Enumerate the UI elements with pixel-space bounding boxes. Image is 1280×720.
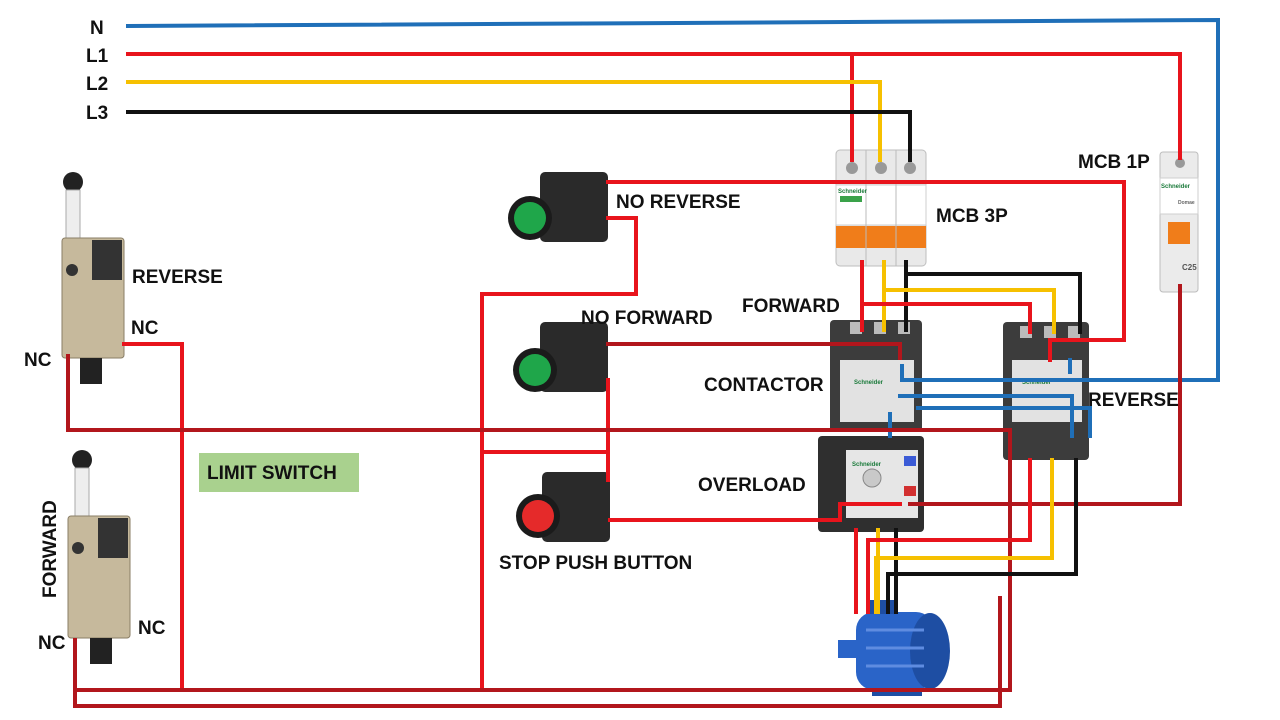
wiring: [66, 17, 1220, 708]
no-reverse-push-button: [508, 172, 608, 242]
label-reverse-limit: REVERSE: [132, 267, 223, 288]
mcb-1p-brand: Schneider: [1161, 184, 1191, 190]
label-forward-contactor: FORWARD: [742, 296, 840, 317]
label-l2: L2: [86, 74, 108, 95]
reverse-contactor: Schneider: [1003, 322, 1089, 460]
mcb-1p-model: Domae: [1178, 200, 1195, 206]
forward-contactor: Schneider: [830, 320, 922, 432]
label-forward-limit: FORWARD: [40, 500, 61, 598]
label-overload: OVERLOAD: [698, 475, 806, 496]
label-l1: L1: [86, 46, 109, 67]
motor: [838, 600, 950, 696]
limit-switch-badge: [199, 453, 359, 492]
label-nc-forward-left: NC: [38, 633, 66, 654]
label-nc-forward-right: NC: [138, 618, 166, 639]
label-reverse-contactor: REVERSE: [1088, 390, 1179, 411]
mcb-1p: Schneider Domae C25: [1159, 151, 1199, 293]
reverse-contactor-brand: Schneider: [1022, 380, 1052, 386]
label-no-forward: NO FORWARD: [581, 308, 713, 329]
label-no-reverse: NO REVERSE: [616, 192, 741, 213]
label-contactor: CONTACTOR: [704, 375, 824, 396]
label-n: N: [90, 18, 104, 39]
reverse-limit-switch: [61, 172, 125, 384]
label-l3: L3: [86, 103, 108, 124]
label-nc-reverse-right: NC: [131, 318, 159, 339]
overload-relay: Schneider: [818, 436, 924, 532]
forward-limit-switch: [67, 450, 131, 664]
label-stop-push-button: STOP PUSH BUTTON: [499, 553, 692, 574]
label-mcb-3p: MCB 3P: [936, 206, 1008, 227]
forward-contactor-brand: Schneider: [854, 380, 884, 386]
label-limit-switch: LIMIT SWITCH: [207, 463, 337, 484]
stop-push-button-device: [516, 472, 610, 542]
label-nc-reverse-left: NC: [24, 350, 52, 371]
overload-brand: Schneider: [852, 462, 882, 468]
mcb-3p: Schneider: [835, 149, 927, 267]
mcb-3p-brand: Schneider: [838, 189, 868, 195]
mcb-1p-rating: C25: [1182, 263, 1197, 272]
no-forward-push-button: [513, 322, 608, 392]
label-mcb-1p: MCB 1P: [1078, 152, 1150, 173]
